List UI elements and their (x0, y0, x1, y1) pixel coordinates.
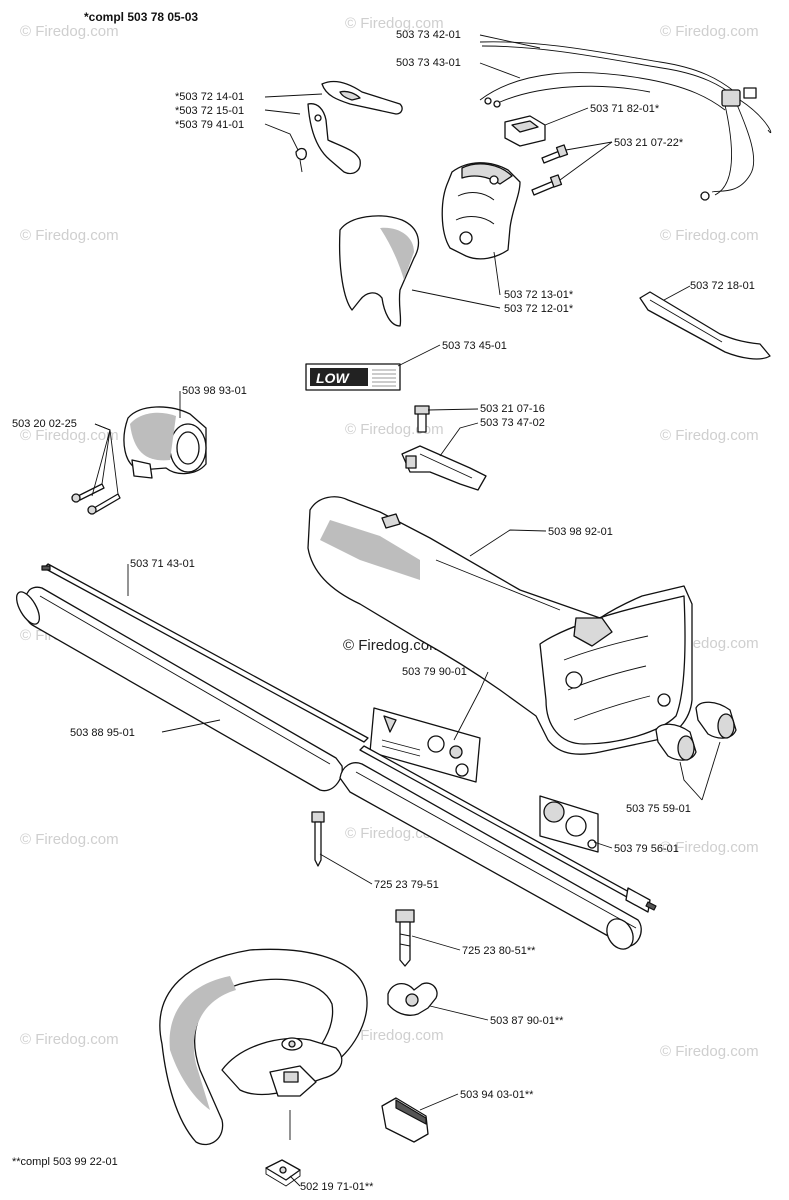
part-label: 503 72 18-01 (690, 280, 755, 292)
part-label: *503 72 14-01 (175, 91, 244, 103)
leader-lines (91, 34, 721, 1187)
part-label: 503 73 45-01 (442, 340, 507, 352)
assembly-title: *compl 503 78 05-03 (84, 10, 198, 24)
part-label: 503 88 95-01 (70, 727, 135, 739)
part-label: 503 73 47-02 (480, 417, 545, 429)
part-label: 725 23 80-51** (462, 945, 536, 957)
wing-nut-illustration (387, 982, 438, 1016)
watermark: © Firedog.com (660, 227, 759, 244)
watermark: © Firedog.com (660, 427, 759, 444)
part-label: 503 87 90-01** (490, 1015, 564, 1027)
handle-clamp-illustration (381, 1097, 429, 1143)
drive-shaft-illustration (41, 563, 369, 743)
watermark: © Firedog.com (660, 1043, 759, 1060)
warning-decal-illustration (369, 707, 481, 783)
part-label: 503 79 90-01 (402, 666, 467, 678)
low-decal-illustration: LOW (305, 363, 401, 391)
part-label: **compl 503 99 22-01 (12, 1156, 118, 1168)
part-label: 503 21 07-22* (614, 137, 684, 149)
plugs-illustration (655, 701, 737, 761)
square-nut-illustration (265, 1159, 301, 1187)
bracket-illustration (639, 291, 771, 360)
shaft-tube-lower-illustration (339, 745, 657, 950)
screws-illustration (531, 144, 569, 196)
grip-cover-illustration (338, 215, 420, 327)
watermark: © Firedog.com (345, 1027, 444, 1044)
part-label: 502 19 71-01** (300, 1181, 374, 1193)
switch-illustration (504, 115, 546, 147)
wiring-harness-illustration (479, 41, 772, 201)
loop-handle-illustration (159, 948, 368, 1146)
part-label: 503 79 56-01 (614, 843, 679, 855)
watermark: © Firedog.com (20, 23, 119, 40)
watermark: © Firedog.com (345, 421, 444, 438)
watermark: © Firedog.com (660, 23, 759, 40)
bolt-long-illustration (311, 811, 325, 867)
watermark: © Firedog.com (20, 227, 119, 244)
part-label: 503 71 82-01* (590, 103, 660, 115)
part-label: 503 98 93-01 (182, 385, 247, 397)
part-label: 503 20 02-25 (12, 418, 77, 430)
throttle-trigger-illustration (295, 80, 403, 175)
part-label: *503 79 41-01 (175, 119, 244, 131)
bolt-short-illustration (395, 909, 415, 967)
part-label: 503 75 59-01 (626, 803, 691, 815)
low-decal-text: LOW (316, 370, 350, 386)
center-watermark: © Firedog.com (343, 637, 442, 654)
part-label: 503 21 07-16 (480, 403, 545, 415)
part-label: 503 98 92-01 (548, 526, 613, 538)
round-decal-illustration (539, 795, 599, 853)
shaft-tube-upper-illustration (15, 586, 343, 792)
part-labels: 503 73 42-01 503 73 43-01 *503 72 14-01 … (12, 29, 755, 1193)
clamp-illustration (123, 406, 207, 479)
part-label: 725 23 79-51 (374, 879, 439, 891)
part-label: *503 72 15-01 (175, 105, 244, 117)
clamp-screws-illustration (71, 483, 121, 515)
handle-housing-illustration (441, 162, 521, 260)
watermark: © Firedog.com (660, 839, 759, 856)
part-label: 503 94 03-01** (460, 1089, 534, 1101)
main-housing-illustration (307, 496, 693, 755)
watermark: © Firedog.com (20, 831, 119, 848)
part-label: 503 72 13-01* (504, 289, 574, 301)
watermark: © Firedog.com (345, 15, 444, 32)
part-label: 503 71 43-01 (130, 558, 195, 570)
part-label: 503 73 42-01 (396, 29, 461, 41)
small-bracket-illustration (401, 405, 487, 491)
watermark: © Firedog.com (20, 1031, 119, 1048)
watermark: © Firedog.com (20, 427, 119, 444)
part-label: 503 73 43-01 (396, 57, 461, 69)
part-label: 503 72 12-01* (504, 303, 574, 315)
